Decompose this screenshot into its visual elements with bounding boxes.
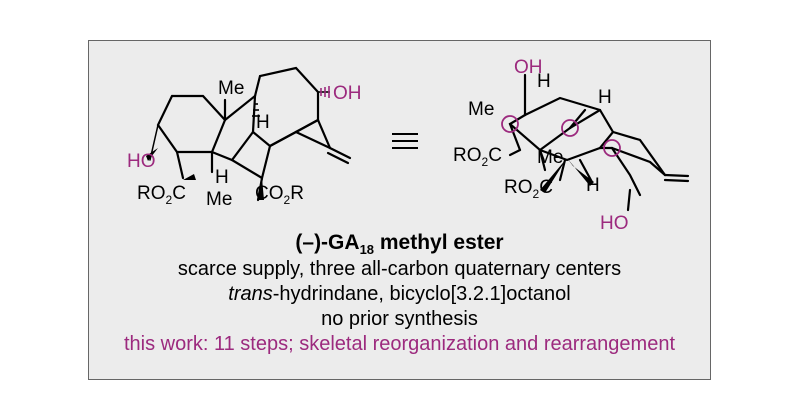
left-h-bottom: H (215, 167, 229, 188)
right-ro2c-1: RO2C (453, 145, 502, 169)
right-h-mid: H (586, 175, 600, 196)
right-labels: OH H Me RO2C Me H RO2C H HO (453, 57, 629, 234)
left-co2r: CO2R (255, 183, 304, 207)
left-structure (149, 66, 352, 202)
left-me-top: Me (218, 78, 244, 99)
right-wedge-ro2c (540, 158, 567, 193)
quaternary-circle-3 (603, 139, 621, 157)
caption-line-3: no prior synthesis (321, 308, 478, 330)
left-ro2c: RO2C (137, 183, 186, 207)
left-wedge-co2r (258, 178, 264, 200)
quaternary-center-markers (501, 115, 621, 157)
right-wedge-h (567, 158, 594, 186)
equivalence-sign (392, 133, 418, 149)
quaternary-circle-2 (561, 119, 579, 137)
right-me: Me (468, 99, 494, 120)
left-labels: Me OH H HO H RO2C Me CO2R (127, 78, 362, 210)
left-oh: OH (333, 83, 362, 104)
left-me-bottom: Me (206, 189, 232, 210)
caption-line-2: trans-hydrindane, bicyclo[3.2.1]octanol (228, 283, 571, 305)
right-h-top: H (537, 71, 551, 92)
right-ro2c-2: RO2C (504, 177, 553, 201)
right-me-2: Me (537, 147, 563, 168)
right-oh: OH (514, 57, 543, 78)
compound-title: (–)-GA18 methyl ester (295, 231, 504, 258)
left-ho: HO (127, 151, 156, 172)
quaternary-circle-1 (501, 115, 519, 133)
right-structure (508, 73, 690, 212)
left-h-ring: H (256, 112, 270, 133)
caption-line-1: scarce supply, three all-carbon quaterna… (177, 258, 622, 280)
left-hash-bonds (252, 86, 330, 117)
left-wedge-ho (146, 148, 158, 161)
caption-line-4: this work: 11 steps; skeletal reorganiza… (123, 333, 676, 355)
right-ho: HO (600, 213, 629, 234)
left-wedge-quat (183, 174, 196, 180)
right-h-right: H (598, 87, 612, 108)
